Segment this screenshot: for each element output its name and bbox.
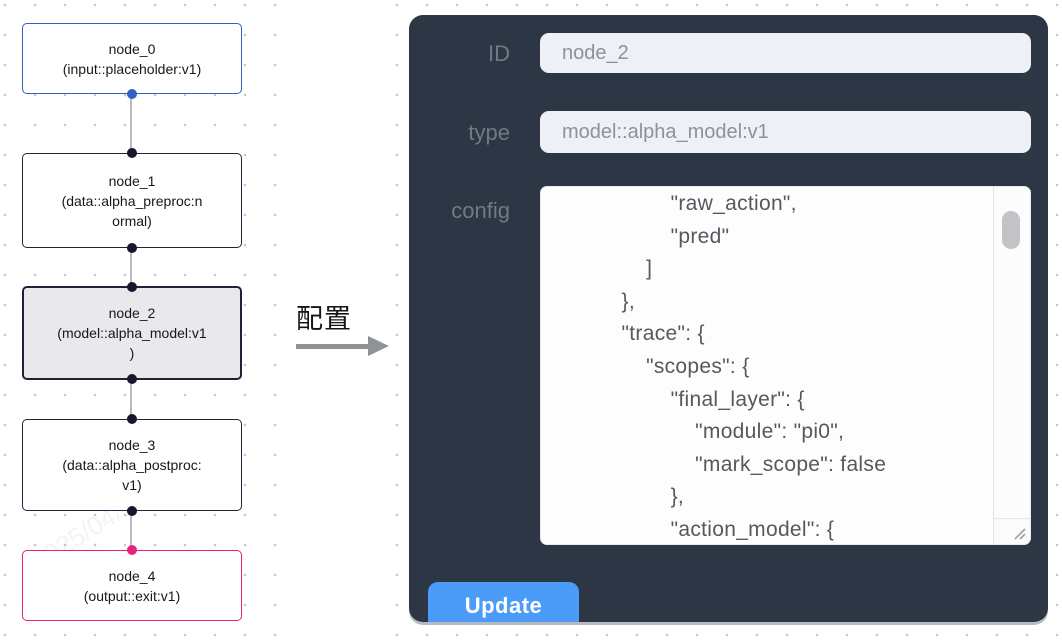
node-label: node_2 (model::alpha_model:v1 ): [57, 305, 207, 361]
config-panel: ID type config "raw_action", "pred" ] },…: [409, 15, 1048, 622]
config-textarea[interactable]: "raw_action", "pred" ] }, "trace": { "sc…: [540, 186, 1031, 545]
configure-annotation: 配置: [280, 295, 395, 367]
panel-canvas[interactable]: 2025/04/11 11:4 ID type config "raw_acti…: [388, 0, 1062, 643]
output-port[interactable]: [127, 89, 137, 99]
config-field-label: config: [451, 198, 510, 223]
resize-handle-icon[interactable]: [1011, 525, 1027, 541]
flow-edge: [130, 248, 132, 288]
output-port[interactable]: [127, 243, 137, 253]
flow-edge: [130, 511, 132, 552]
right-arrow-icon: [296, 344, 370, 349]
configure-label: 配置: [296, 304, 352, 334]
flow-canvas[interactable]: 2025/04/11 11:4 node_0 (input::placehold…: [0, 0, 280, 643]
flow-node-node_4[interactable]: node_4 (output::exit:v1): [22, 545, 242, 621]
node-label: node_1 (data::alpha_preproc:n ormal): [61, 172, 203, 229]
flow-node-node_1[interactable]: node_1 (data::alpha_preproc:n ormal): [22, 148, 242, 253]
id-field-label: ID: [488, 41, 510, 66]
type-input[interactable]: [540, 111, 1031, 153]
input-port[interactable]: [127, 545, 137, 555]
output-port[interactable]: [127, 506, 137, 516]
flow-node-node_3[interactable]: node_3 (data::alpha_postproc: v1): [22, 414, 242, 516]
scrollbar-corner: [994, 518, 1030, 544]
update-button[interactable]: Update: [428, 582, 579, 622]
input-port[interactable]: [127, 148, 137, 158]
node-label: node_3 (data::alpha_postproc: v1): [62, 437, 202, 493]
flow-node-node_2-selected[interactable]: node_2 (model::alpha_model:v1 ): [22, 282, 242, 384]
flow-edge: [130, 95, 132, 155]
right-arrow-head-icon: [368, 336, 389, 356]
config-scrollbar-thumb[interactable]: [1002, 211, 1020, 249]
output-port[interactable]: [127, 374, 137, 384]
config-json-text[interactable]: "raw_action", "pred" ] }, "trace": { "sc…: [621, 192, 887, 541]
flow-node-node_0[interactable]: node_0 (input::placeholder:v1): [22, 23, 242, 99]
id-input[interactable]: [540, 33, 1031, 73]
node-label: node_0 (input::placeholder:v1): [62, 40, 202, 77]
node-label: node_4 (output::exit:v1): [83, 567, 181, 604]
input-port[interactable]: [127, 414, 137, 424]
flow-edge: [130, 380, 132, 421]
input-port[interactable]: [127, 282, 137, 292]
type-field-label: type: [468, 120, 510, 145]
config-scrollbar[interactable]: [993, 187, 1030, 544]
